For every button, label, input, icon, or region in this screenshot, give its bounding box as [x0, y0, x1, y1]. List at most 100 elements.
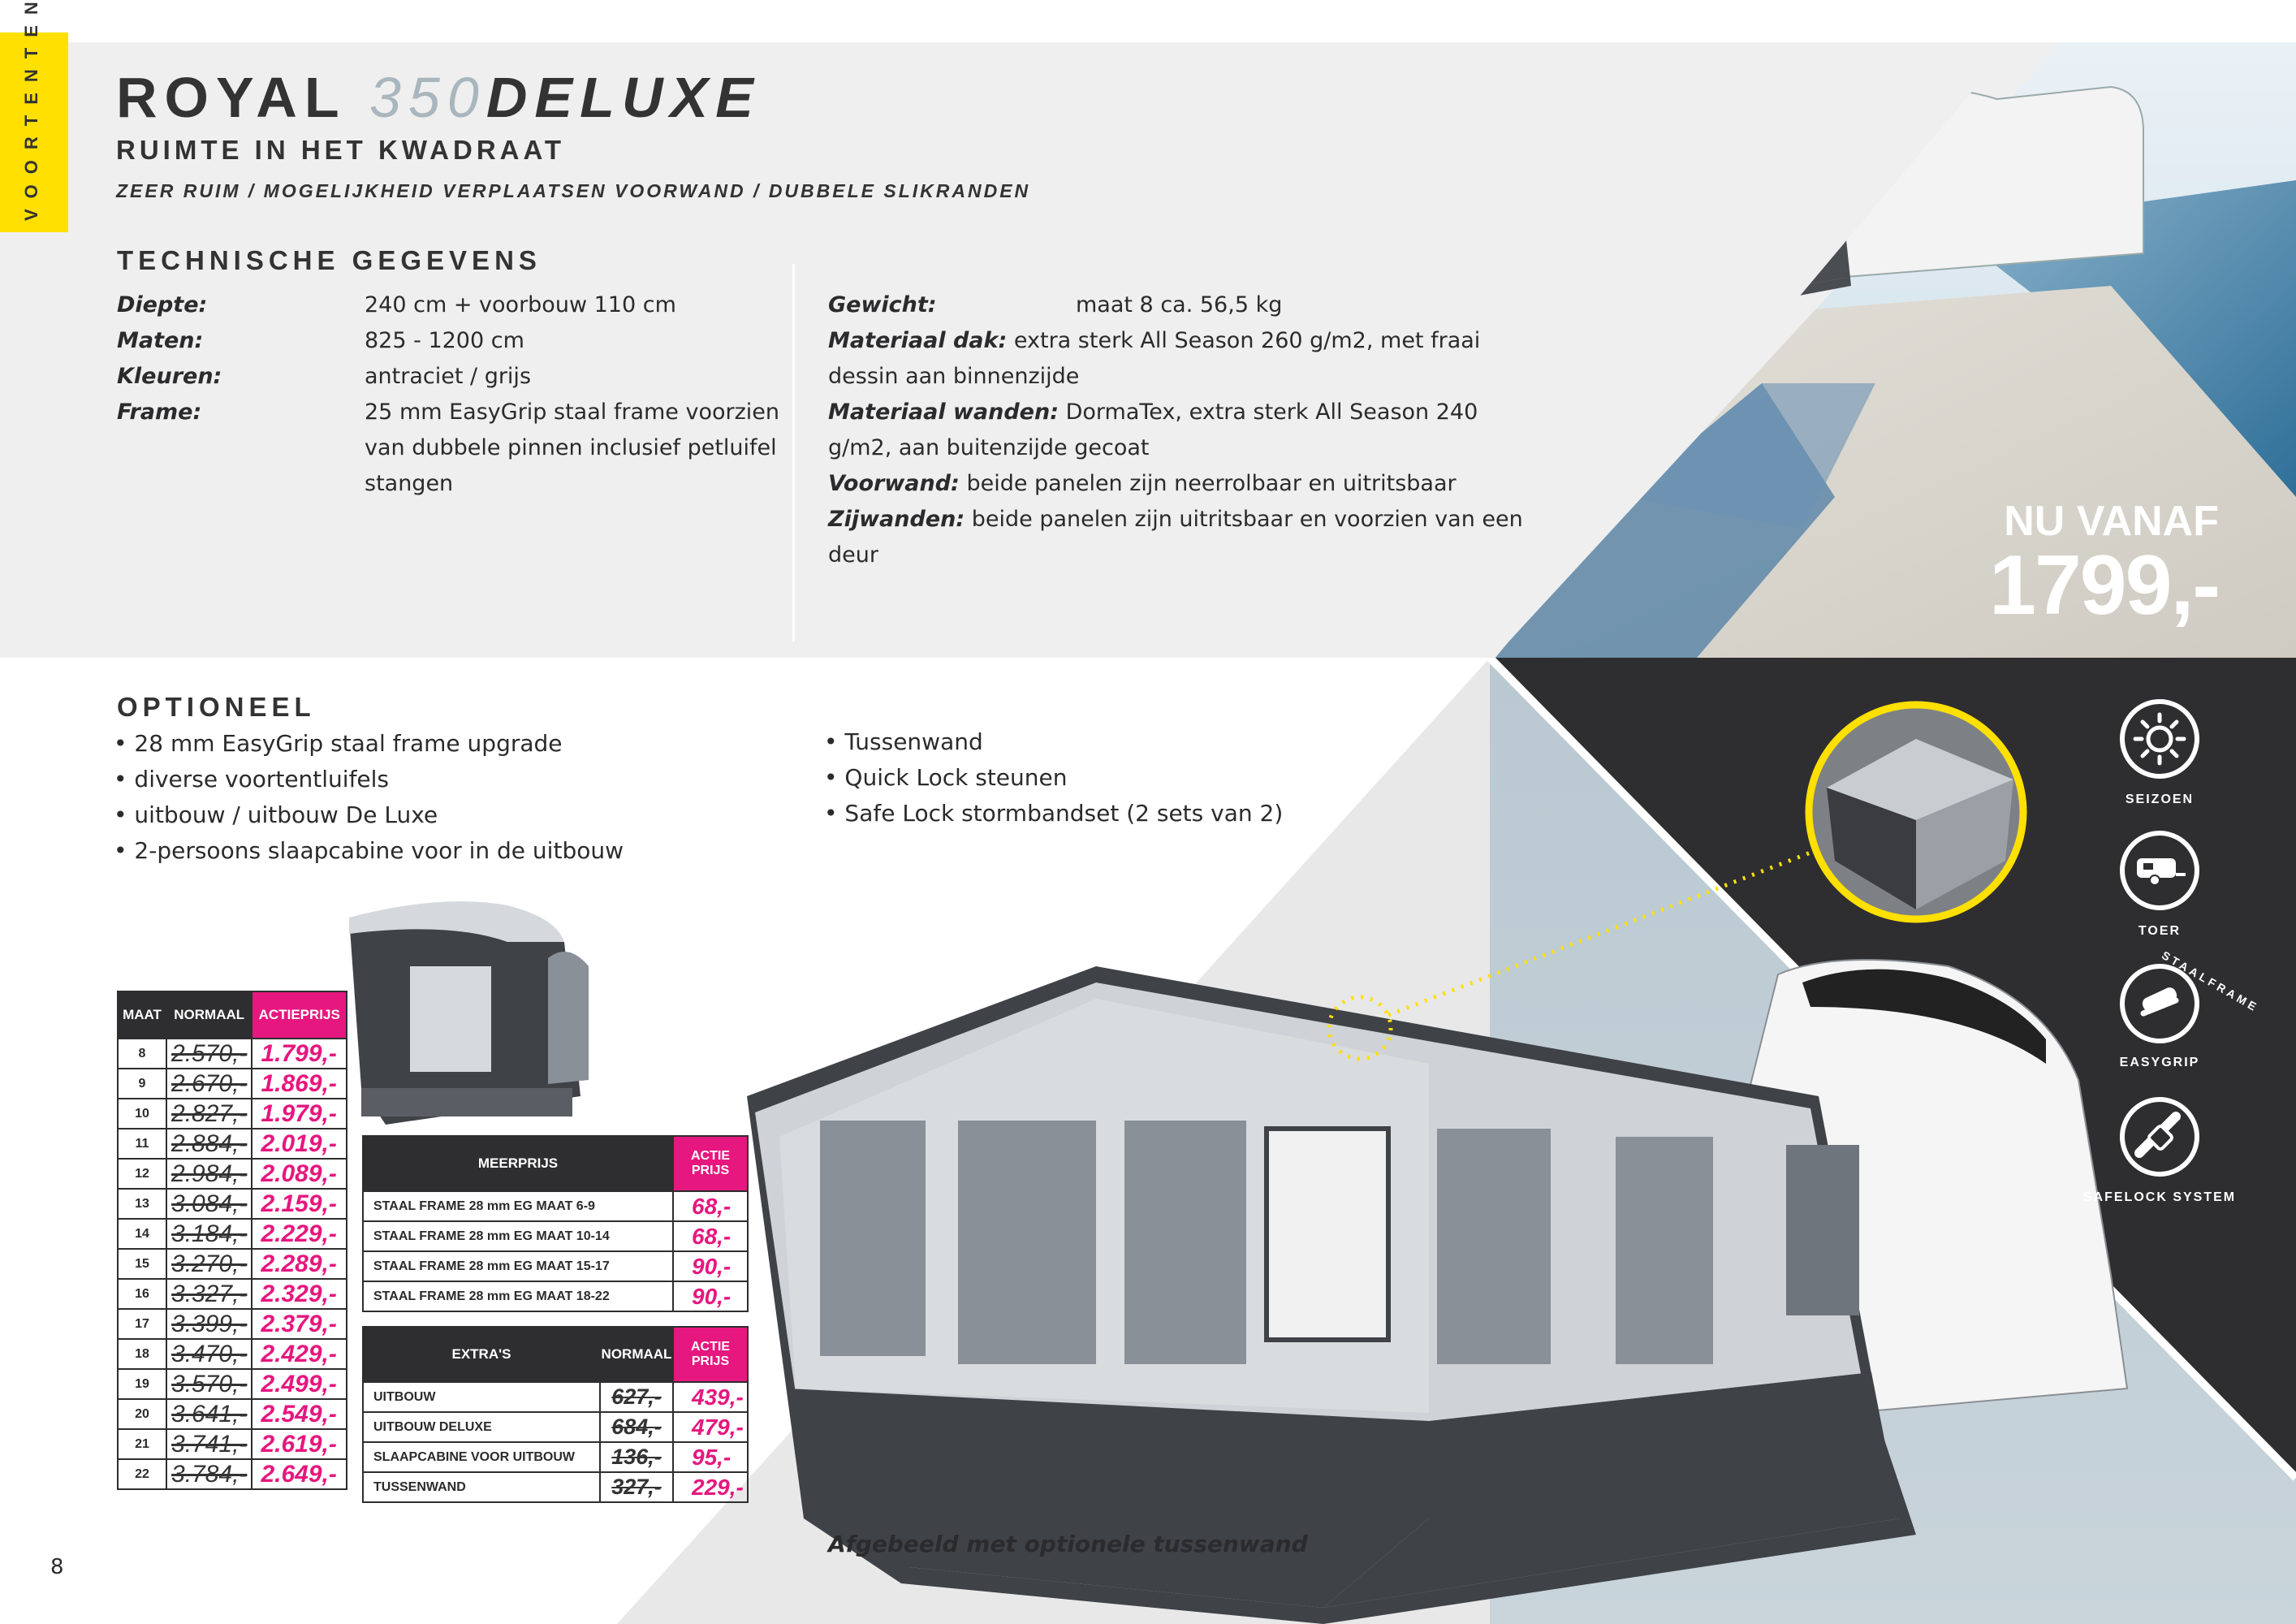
list-item: • uitbouw / uitbouw De Luxe — [114, 801, 438, 828]
normal-price-cell: 3.641,- — [165, 1398, 253, 1430]
item-cell: STAAL FRAME 28 mm EG MAAT 15-17 — [362, 1250, 674, 1282]
col-header-normal: NORMAAL — [599, 1326, 674, 1383]
spec-label: Zijwanden: — [828, 507, 965, 532]
item-cell: STAAL FRAME 28 mm EG MAAT 10-14 — [362, 1220, 674, 1252]
normal-price-cell: 3.327,- — [165, 1278, 253, 1310]
spec-label: Maten: — [117, 328, 204, 353]
spec-row: Materiaal dak: extra sterk All Season 26… — [828, 323, 1534, 395]
feature-label: SAFELOCK SYSTEM — [2082, 1190, 2237, 1204]
size-cell: 21 — [117, 1428, 167, 1460]
title-edition: DELUXE — [486, 66, 761, 129]
normal-price-cell: 3.570,- — [165, 1368, 253, 1400]
caravan-icon — [2120, 831, 2199, 910]
col-header-normal: NORMAAL — [165, 991, 253, 1039]
safelock-icon — [2120, 1097, 2199, 1177]
spec-value: 240 cm + voorbouw 110 cm — [365, 292, 676, 317]
spec-value: maat 8 ca. 56,5 kg — [1076, 292, 1283, 317]
spec-label: Materiaal wanden: — [828, 400, 1060, 425]
action-price-cell: 90,- — [672, 1250, 749, 1282]
product-tagline: ZEER RUIM / MOGELIJKHEID VERPLAATSEN VOO… — [116, 180, 1031, 201]
action-price-cell: 2.229,- — [251, 1218, 347, 1250]
spec-label: Frame: — [117, 400, 202, 425]
col-header-action: ACTIE PRIJS — [672, 1326, 749, 1383]
normal-price-cell: 2.827,- — [165, 1098, 253, 1129]
action-price-cell: 2.499,- — [251, 1368, 347, 1400]
category-tab: VOORTENTEN — [0, 0, 68, 232]
action-price-cell: 1.869,- — [251, 1068, 347, 1099]
action-price-cell: 2.429,- — [251, 1338, 347, 1370]
size-cell: 12 — [117, 1158, 167, 1190]
spec-row: Materiaal wanden: DormaTex, extra sterk … — [828, 395, 1534, 466]
size-cell: 9 — [117, 1068, 167, 1099]
spec-label: Diepte: — [117, 292, 208, 317]
technical-specs-left: Diepte:240 cm + voorbouw 110 cm Maten:82… — [117, 287, 787, 502]
table-header-row: MAAT NORMAAL ACTIEPRIJS — [117, 991, 347, 1039]
normal-price-cell: 2.570,- — [165, 1038, 253, 1069]
title-brand: ROYAL — [116, 66, 347, 129]
normal-price-cell: 136,- — [599, 1441, 674, 1473]
page-number: 8 — [50, 1555, 64, 1579]
item-cell: STAAL FRAME 28 mm EG MAAT 6-9 — [362, 1190, 674, 1222]
spec-value: beide panelen zijn neerrolbaar en uitrit… — [966, 471, 1457, 496]
optional-list-right: • Tussenwand • Quick Lock steunen • Safe… — [824, 724, 1283, 831]
product-title: ROYAL 350DELUXE — [116, 65, 761, 130]
price-value: 1799,- — [1989, 538, 2220, 633]
size-cell: 8 — [117, 1038, 167, 1069]
size-cell: 13 — [117, 1188, 167, 1220]
action-price-cell: 2.089,- — [251, 1158, 347, 1190]
spec-row: Kleuren:antraciet / grijs — [117, 359, 787, 395]
technical-heading: TECHNISCHE GEGEVENS — [117, 245, 542, 275]
normal-price-cell: 3.184,- — [165, 1218, 253, 1250]
normal-price-cell: 3.784,- — [165, 1458, 253, 1490]
item-cell: SLAAPCABINE VOOR UITBOUW — [362, 1441, 601, 1473]
size-cell: 18 — [117, 1338, 167, 1370]
normal-price-cell: 3.741,- — [165, 1428, 253, 1460]
price-label: NU VANAF — [2004, 498, 2219, 545]
normal-price-cell: 2.884,- — [165, 1128, 253, 1160]
spec-row: Diepte: 240 cm + voorbouw 110 cm — [117, 287, 787, 323]
feature-label: EASYGRIP — [2119, 1056, 2200, 1069]
action-price-cell: 2.649,- — [251, 1458, 347, 1490]
spec-label: Materiaal dak: — [828, 328, 1008, 353]
action-price-cell: 2.159,- — [251, 1188, 347, 1220]
photo-caption: Afgebeeld met optionele tussenwand — [828, 1531, 1308, 1557]
col-header-surcharge: MEERPRIJS — [362, 1135, 674, 1192]
action-price-cell: 229,- — [672, 1471, 749, 1503]
feature-safelock: SAFELOCK SYSTEM — [2078, 1096, 2241, 1205]
list-item: • diverse voortentluifels — [114, 766, 390, 793]
normal-price-cell: 2.670,- — [165, 1068, 253, 1099]
table-header-row: MEERPRIJS ACTIE PRIJS — [362, 1135, 749, 1192]
spec-label: Gewicht: — [828, 292, 937, 317]
list-item: • Tussenwand — [824, 728, 983, 755]
column-divider — [792, 264, 795, 641]
list-item: • Quick Lock steunen — [824, 764, 1068, 791]
spec-value: DormaTex, extra sterk All Season 240 g/m… — [828, 400, 1478, 460]
normal-price-cell: 3.084,- — [165, 1188, 253, 1220]
normal-price-cell: 327,- — [599, 1471, 674, 1503]
action-price-cell: 1.979,- — [251, 1098, 347, 1129]
col-header-action: ACTIE PRIJS — [672, 1135, 749, 1192]
action-price-cell: 95,- — [672, 1441, 749, 1473]
col-header-action: ACTIEPRIJS — [251, 991, 347, 1039]
size-cell: 10 — [117, 1098, 167, 1129]
spec-row: Zijwanden: beide panelen zijn uitritsbaa… — [828, 502, 1534, 573]
action-price-cell: 68,- — [672, 1220, 749, 1252]
optional-heading: OPTIONEEL — [117, 692, 316, 722]
normal-price-cell: 3.470,- — [165, 1338, 253, 1370]
normal-price-cell: 627,- — [599, 1381, 674, 1413]
col-header-size: MAAT — [117, 991, 167, 1039]
normal-price-cell: 2.984,- — [165, 1158, 253, 1190]
normal-price-cell: 3.399,- — [165, 1308, 253, 1340]
